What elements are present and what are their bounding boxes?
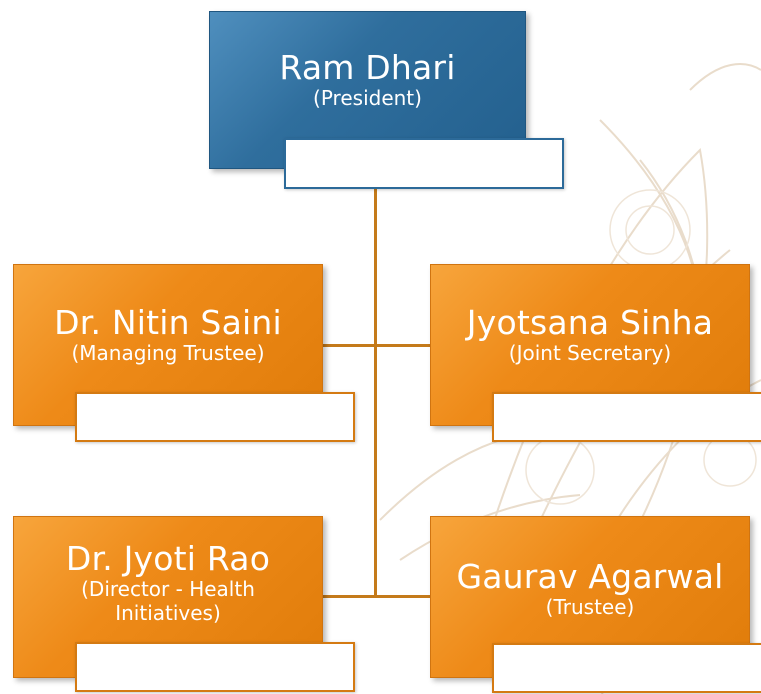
trustee-detail-box: [492, 643, 761, 693]
president-role: (President): [313, 85, 422, 110]
managing-trustee-role: (Managing Trustee): [71, 340, 265, 365]
joint-secretary-detail-box: [492, 392, 761, 442]
director-role: (Director - Health Initiatives): [81, 576, 255, 625]
trustee-role: (Trustee): [545, 594, 635, 619]
managing-trustee-name: Dr. Nitin Saini: [54, 303, 282, 342]
joint-secretary-name: Jyotsana Sinha: [466, 303, 714, 342]
connector-branch-upper: [322, 344, 432, 347]
connector-vertical-trunk: [374, 174, 377, 596]
managing-trustee-detail-box: [75, 392, 355, 442]
trustee-name: Gaurav Agarwal: [456, 557, 724, 596]
president-detail-box: [284, 138, 564, 189]
connector-branch-lower: [322, 595, 432, 598]
joint-secretary-role: (Joint Secretary): [508, 340, 672, 365]
president-name: Ram Dhari: [279, 48, 456, 87]
director-detail-box: [75, 642, 355, 692]
director-name: Dr. Jyoti Rao: [65, 539, 271, 578]
